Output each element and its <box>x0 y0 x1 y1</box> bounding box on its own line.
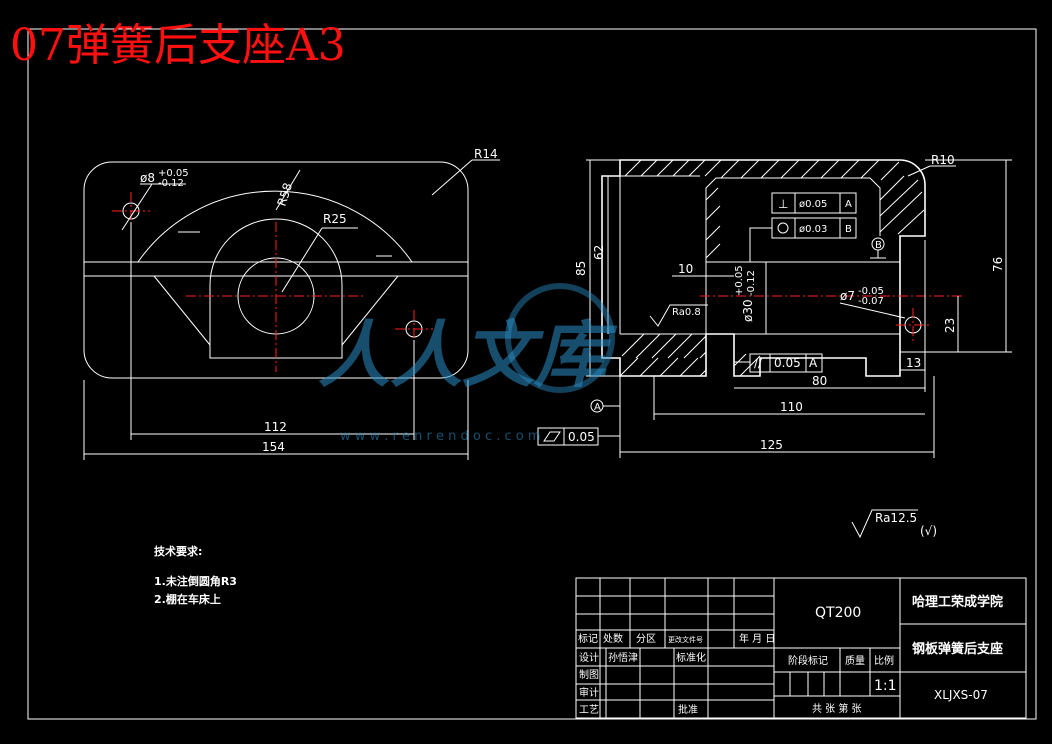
hatch-top <box>624 159 900 181</box>
tb-school: 哈理工荣成学院 <box>912 594 1003 610</box>
dim-154: 154 <box>262 440 285 454</box>
tech-item-2: 2.棚在车床上 <box>154 592 221 606</box>
tb-review: 审计 <box>579 686 599 699</box>
dim-76: 76 <box>991 257 1005 272</box>
dim-10: 10 <box>678 262 693 276</box>
tb-sheets: 共 张 第 张 <box>812 702 862 715</box>
r25-label: R25 <box>323 212 347 226</box>
dim-112: 112 <box>264 420 287 434</box>
fcf-perpendicularity <box>771 192 857 214</box>
small-bore-label: ø7 <box>840 289 855 303</box>
side-cavity <box>705 177 881 334</box>
front-boss <box>209 218 343 359</box>
tb-h-change: 更改文件号 <box>668 635 703 644</box>
r10-leader <box>907 165 931 177</box>
drawing-title: 07弹簧后支座A3 <box>10 20 346 71</box>
tb-h-zone: 分区 <box>636 633 656 645</box>
dim-85: 85 <box>574 261 588 276</box>
tb-scale: 1:1 <box>874 678 897 694</box>
tech-heading: 技术要求: <box>154 544 202 558</box>
hole-leader <box>121 183 153 231</box>
ra-label: Ra0.8 <box>672 307 701 318</box>
small-tol-down: -0.07 <box>858 296 884 307</box>
datum-a-label: A <box>594 402 601 413</box>
dim-110: 110 <box>780 400 803 414</box>
r25-leader <box>281 227 323 293</box>
datum-b-label: B <box>875 240 882 251</box>
tb-stage: 阶段标记 <box>788 654 828 667</box>
watermark: 人人文库 w w w . r e n r e n d o c . c o m <box>318 283 618 444</box>
tb-h-mark: 标记 <box>578 633 598 645</box>
fcf-parallel <box>749 353 823 373</box>
dim-13: 13 <box>906 356 921 370</box>
hatch-right-wall <box>879 175 925 235</box>
parallel-ref: A <box>809 356 818 370</box>
parallel-tol: 0.05 <box>774 356 801 370</box>
tech-item-1: 1.未注倒圆角R3 <box>154 574 237 588</box>
front-chamfer-left <box>153 275 211 346</box>
side-view: R10 ⊥ ø0.05 A ø0.03 B B 85 62 76 23 10 <box>537 153 1012 458</box>
tb-signature: 孙悟津 <box>608 651 638 664</box>
ra-symbol <box>649 304 708 327</box>
circ-ref: B <box>845 224 852 235</box>
bore-tol-up: +0.05 <box>734 265 745 296</box>
tb-weight: 质量 <box>845 655 865 667</box>
tb-h-date: 年 月 日 <box>739 632 775 645</box>
front-chamfer-right <box>341 275 399 346</box>
hole-tol-down: -0.12 <box>158 178 184 189</box>
flatness-tol: 0.05 <box>568 430 595 444</box>
dim-23: 23 <box>943 318 957 333</box>
perp-tol: ø0.05 <box>799 199 827 210</box>
flatness-symbol <box>543 431 561 442</box>
r14-label: R14 <box>474 147 498 161</box>
front-arc-r58 <box>137 190 413 263</box>
tb-ratio: 比例 <box>874 654 894 667</box>
tb-material: QT200 <box>815 605 861 621</box>
dim-125: 125 <box>760 438 783 452</box>
tb-approve: 批准 <box>678 703 698 716</box>
bore-label: ø30 <box>741 299 755 322</box>
perp-symbol: ⊥ <box>778 197 788 211</box>
surface-value: Ra12.5 <box>875 511 917 525</box>
watermark-logo <box>505 283 615 393</box>
dim-62: 62 <box>592 245 606 260</box>
tb-drawing-no: XLJXS-07 <box>934 688 988 702</box>
circ-tol: ø0.03 <box>799 224 827 235</box>
front-outline <box>83 161 469 379</box>
tb-h-count: 处数 <box>603 632 623 645</box>
outer-frame <box>27 28 1037 720</box>
tb-standard: 标准化 <box>676 651 706 664</box>
hole-tol-up: +0.05 <box>158 168 189 179</box>
dim-80: 80 <box>812 374 827 388</box>
r14-leader <box>431 159 473 196</box>
hole-dia-label: ø8 <box>140 171 155 185</box>
tb-process: 工艺 <box>579 704 599 716</box>
r58-label: R58 <box>275 181 296 208</box>
surface-note: (√) <box>920 524 937 538</box>
watermark-url: w w w . r e n r e n d o c . c o m <box>340 429 541 444</box>
perp-ref: A <box>845 199 852 210</box>
hatch-left-wall <box>705 187 721 259</box>
front-view: R14 R58 R25 ø8 +0.05 -0.12 112 154 <box>83 147 500 460</box>
hatch-bottom <box>619 333 761 377</box>
tb-part-name: 钢板弹簧后支座 <box>912 641 1003 657</box>
bore-tol-down: -0.12 <box>746 270 757 296</box>
tb-draw: 制图 <box>579 668 599 681</box>
r58-leader <box>275 169 301 211</box>
title-block: QT200 哈理工荣成学院 钢板弹簧后支座 XLJXS-07 1:1 标记 处数… <box>575 577 1027 719</box>
small-tol-up: -0.05 <box>858 286 884 297</box>
parallel-symbol: // <box>754 356 763 370</box>
small-bore-leader <box>839 302 906 319</box>
circ-symbol <box>777 222 789 234</box>
tb-design: 设计 <box>579 651 599 664</box>
fcf-leader <box>749 227 772 262</box>
surface-symbol <box>851 509 918 539</box>
watermark-brand: 人人文库 <box>318 313 618 397</box>
